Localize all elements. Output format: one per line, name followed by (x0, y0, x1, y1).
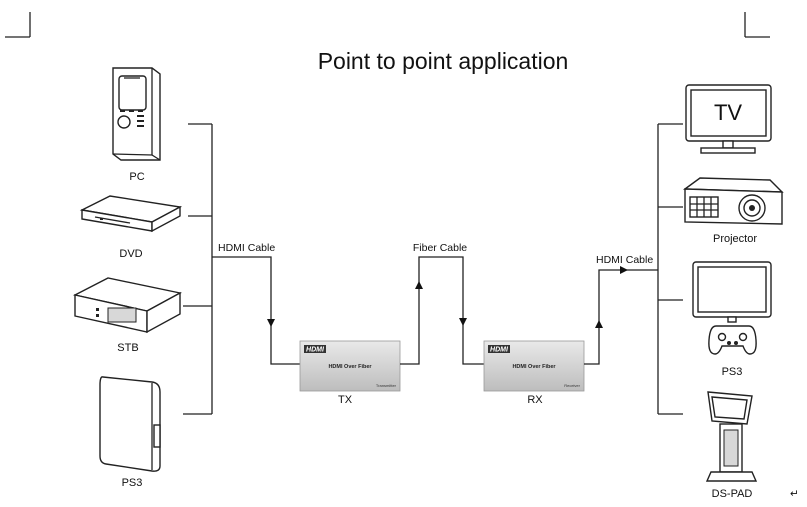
display-label-projector: Projector (713, 233, 757, 245)
rx-model-name: HDMI Over Fiber (512, 364, 556, 370)
source-bus-lines (183, 123, 300, 415)
rx-label: RX (527, 394, 543, 406)
source-label-stb: STB (117, 342, 138, 354)
set-top-box-icon (72, 277, 183, 334)
paragraph-mark: ↵ (790, 488, 799, 500)
transmitter-box: HDMI HDMI Over Fiber Transmitter (299, 340, 401, 392)
display-label-ps3: PS3 (722, 366, 743, 378)
pc-tower-icon (112, 67, 161, 161)
rx-logo: HDMI (490, 347, 509, 354)
source-label-pc: PC (129, 171, 144, 183)
monitor-with-gamepad-icon (692, 261, 772, 355)
tx-role: Transmitter (376, 383, 397, 388)
projector-icon (682, 177, 784, 225)
display-label-ds-pad: DS-PAD (712, 488, 753, 500)
source-label-ps3: PS3 (122, 477, 143, 489)
digital-signage-kiosk-icon (705, 391, 758, 482)
rx-role: Receiver (564, 383, 580, 388)
source-label-dvd: DVD (119, 248, 142, 260)
tx-label: TX (338, 394, 353, 406)
tv-icon: TV (685, 84, 772, 154)
display-bus-lines (584, 123, 683, 415)
tv-screen-text: TV (714, 100, 742, 125)
crop-marks (5, 12, 770, 38)
tx-model-name: HDMI Over Fiber (328, 364, 372, 370)
cable-label-middle: Fiber Cable (413, 242, 467, 254)
cable-label-left: HDMI Cable (218, 242, 275, 254)
tx-logo: HDMI (306, 347, 325, 354)
diagram-title: Point to point application (318, 48, 569, 74)
ps3-console-icon (99, 376, 161, 472)
cable-label-right: HDMI Cable (596, 254, 653, 266)
fiber-link-lines (400, 256, 484, 365)
dvd-player-icon (79, 195, 183, 233)
receiver-box: HDMI HDMI Over Fiber Receiver (483, 340, 585, 392)
